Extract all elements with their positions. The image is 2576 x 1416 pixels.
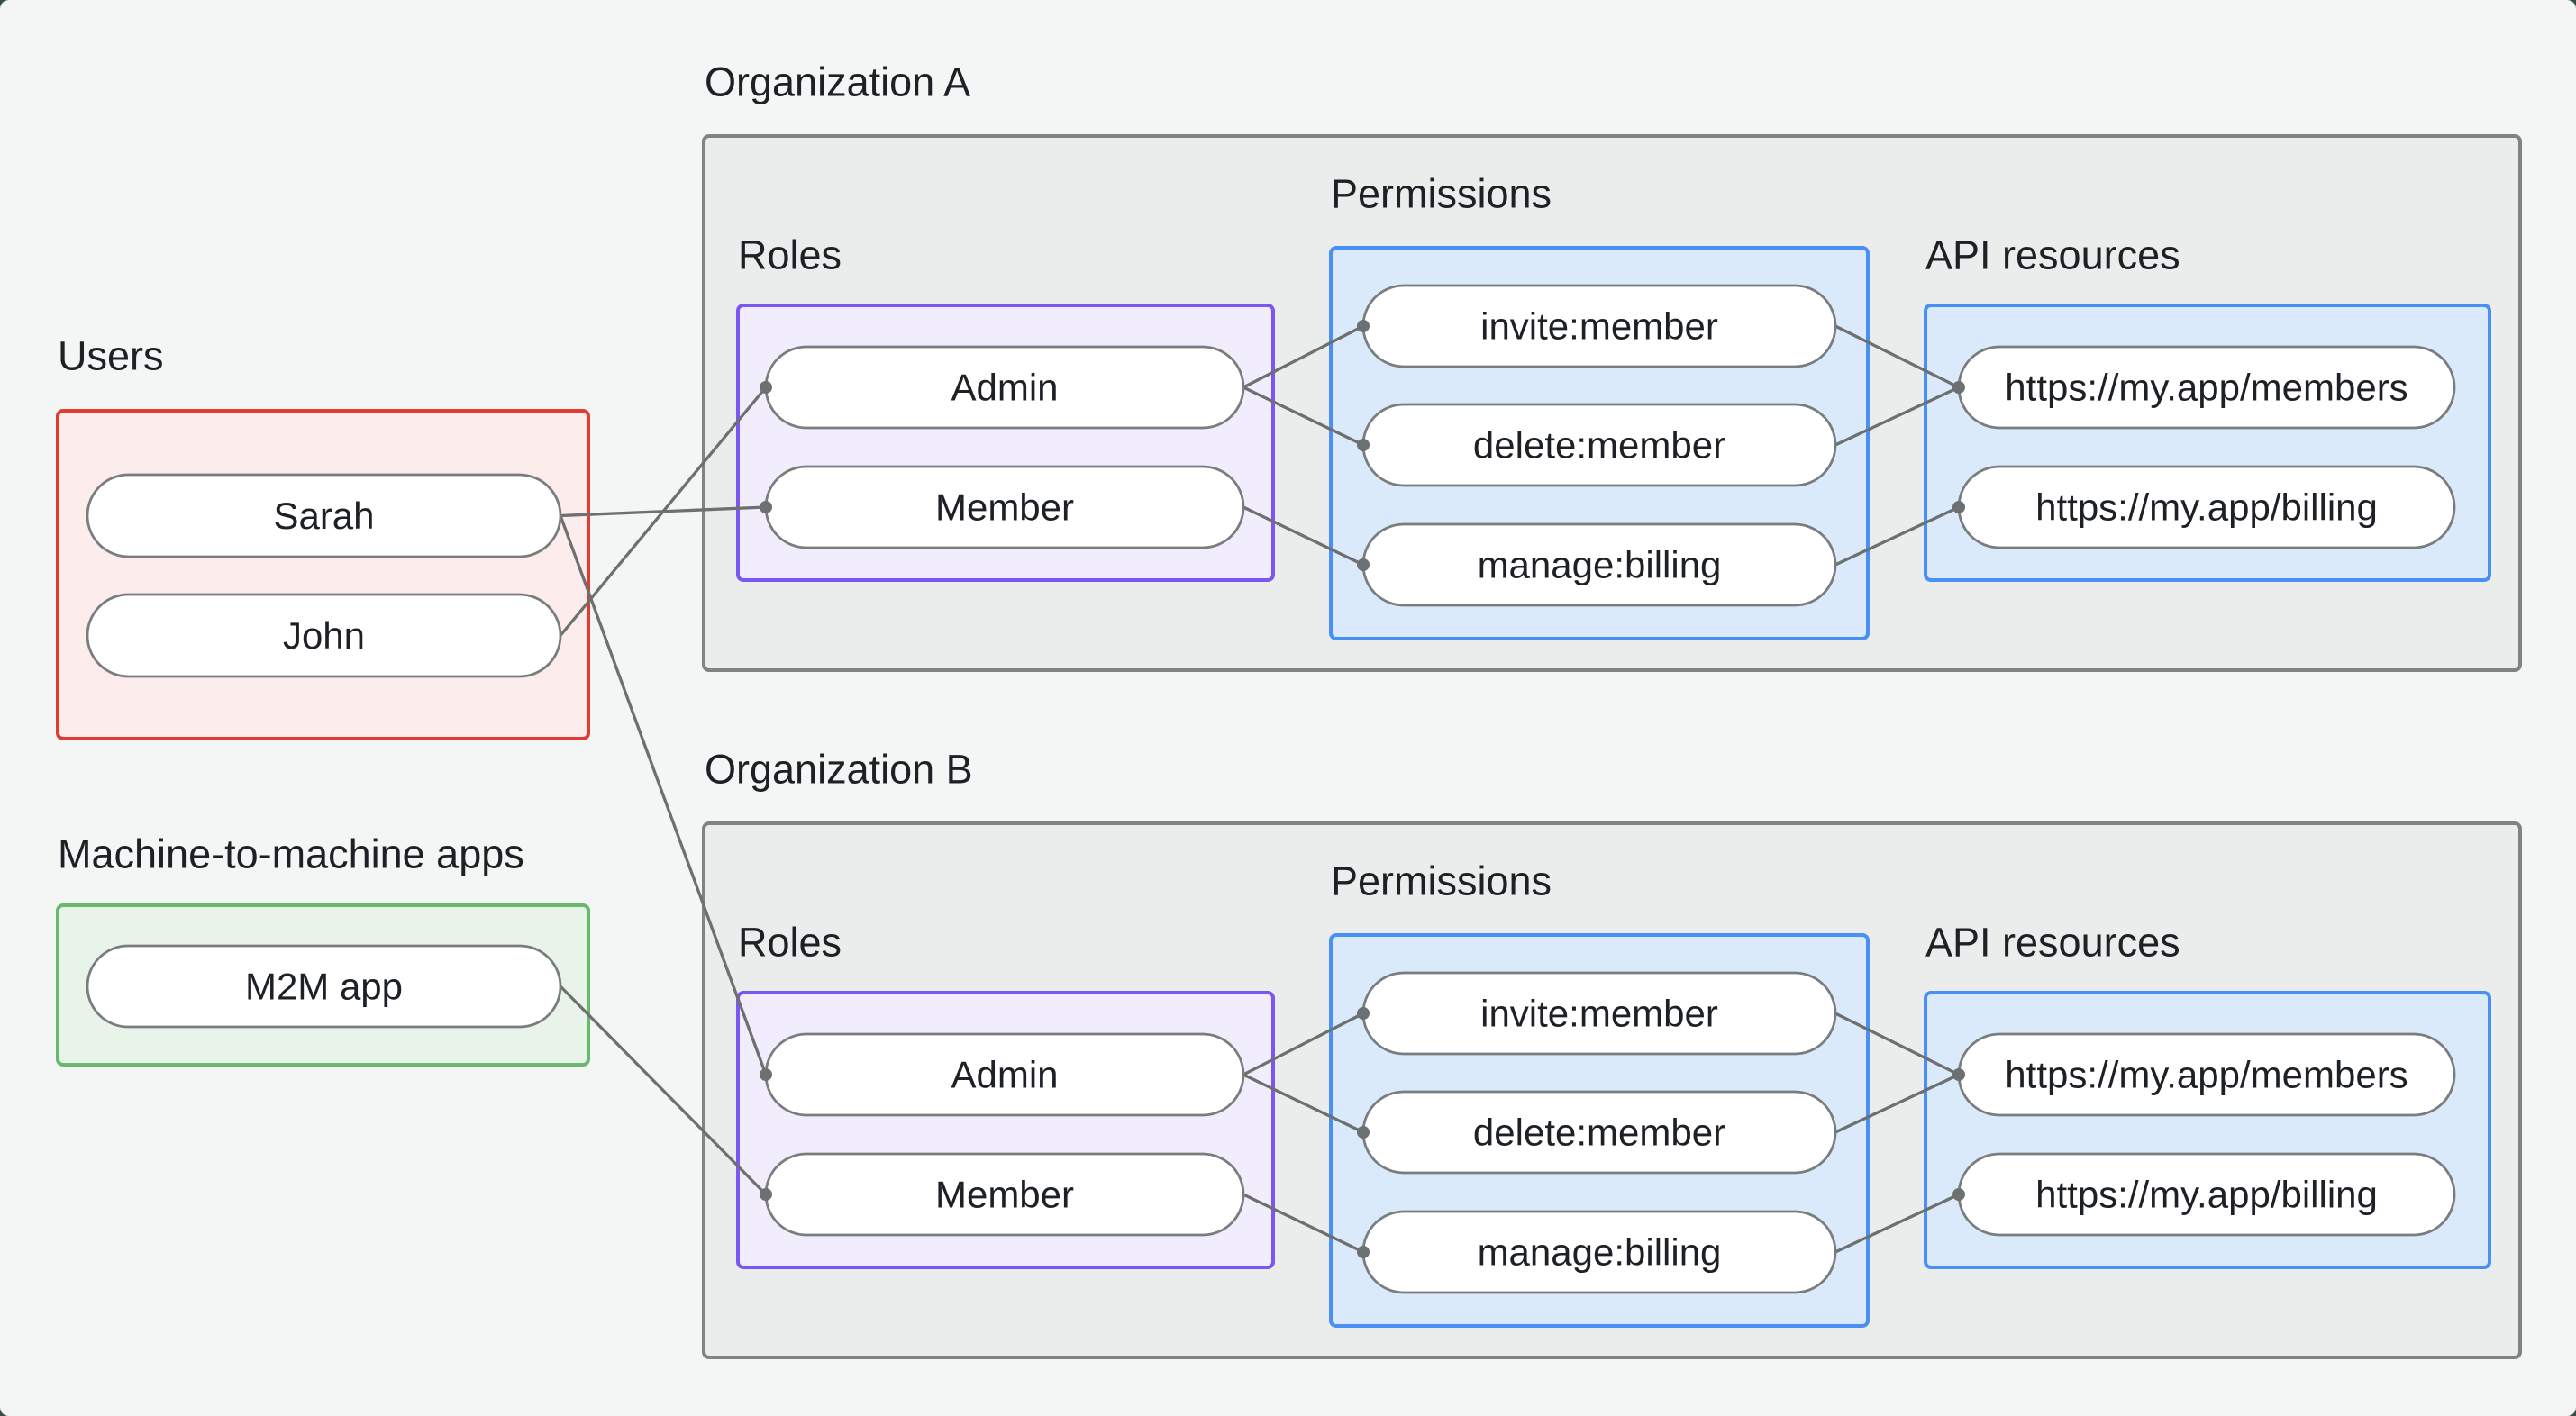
connection-dot-org-b-admin	[760, 1068, 772, 1081]
edge-org-a-delete-to-members-api	[1834, 386, 1960, 447]
org-a-roles-label: Roles	[738, 232, 842, 278]
org-a-permissions-label: Permissions	[1331, 171, 1552, 217]
org-b-permission-manage-billing-label: manage:billing	[1478, 1231, 1722, 1274]
org-a-permission-invite-member-label: invite:member	[1480, 305, 1718, 348]
edge-org-a-manage-to-billing-api	[1834, 505, 1960, 567]
org-a-api-members-label: https://my.app/members	[2005, 367, 2408, 409]
org-b-permission-invite-member-label: invite:member	[1480, 993, 1718, 1035]
m2m-apps-label: Machine-to-machine apps	[58, 831, 524, 877]
connection-dot-org-b-invite	[1357, 1007, 1370, 1020]
edge-org-b-manage-to-billing-api	[1834, 1193, 1960, 1254]
org-b-permissions-label: Permissions	[1331, 858, 1552, 904]
connection-dot-org-a-billing-api	[1952, 501, 1965, 513]
edge-org-a-invite-to-members-api	[1834, 324, 1960, 389]
org-b-roles-label: Roles	[738, 920, 842, 966]
connection-dot-org-b-members-api	[1952, 1068, 1965, 1081]
edge-org-b-admin-to-invite	[1242, 1012, 1364, 1076]
m2m-app-node	[86, 944, 562, 1029]
org-a-role-member-label: Member	[935, 486, 1074, 529]
connection-dot-org-b-member	[760, 1188, 772, 1201]
org-b-permission-delete-member-label: delete:member	[1473, 1112, 1725, 1154]
edge-org-b-invite-to-members-api	[1834, 1012, 1960, 1076]
user-node-sarah-label: Sarah	[273, 495, 374, 537]
edge-org-b-member-to-manage	[1242, 1193, 1364, 1254]
connection-dot-org-b-billing-api	[1952, 1188, 1965, 1201]
edge-m2m-to-org-b-member	[559, 985, 768, 1196]
user-node-john	[86, 593, 562, 678]
org-b-api-resources-label: API resources	[1925, 920, 2180, 966]
org-a-permission-manage-billing-label: manage:billing	[1478, 544, 1722, 586]
org-b-label: Organization B	[705, 747, 973, 793]
edge-org-a-admin-to-delete	[1242, 386, 1364, 447]
org-a-role-admin-label: Admin	[951, 367, 1058, 409]
edge-john-to-org-a-admin	[559, 386, 768, 637]
org-a-permission-delete-member-label: delete:member	[1473, 424, 1725, 467]
user-node-sarah	[86, 473, 562, 558]
edge-org-b-admin-to-delete	[1242, 1073, 1364, 1134]
org-a-label: Organization A	[705, 59, 970, 105]
org-a-api-resources-label: API resources	[1925, 232, 2180, 278]
user-node-john-label: John	[283, 614, 365, 657]
connection-dot-org-a-members-api	[1952, 381, 1965, 394]
connection-dot-org-a-delete	[1357, 439, 1370, 451]
edge-sarah-to-org-b-admin	[559, 514, 768, 1076]
edge-org-a-member-to-manage	[1242, 505, 1364, 567]
edge-org-b-delete-to-members-api	[1834, 1073, 1960, 1134]
edge-org-a-admin-to-invite	[1242, 324, 1364, 389]
org-b-api-billing-label: https://my.app/billing	[2035, 1174, 2378, 1216]
connection-dot-org-b-delete	[1357, 1126, 1370, 1139]
org-b-role-member-label: Member	[935, 1174, 1074, 1216]
connection-dot-org-a-admin	[760, 381, 772, 394]
connection-dot-org-b-manage	[1357, 1246, 1370, 1258]
m2m-app-node-label: M2M app	[245, 966, 403, 1008]
users-box	[56, 409, 590, 740]
connection-dot-org-a-manage	[1357, 558, 1370, 571]
users-label: Users	[58, 333, 164, 379]
org-b-api-members-label: https://my.app/members	[2005, 1054, 2408, 1096]
org-b-role-admin-label: Admin	[951, 1054, 1058, 1096]
connection-dot-org-a-invite	[1357, 320, 1370, 332]
org-a-api-billing-label: https://my.app/billing	[2035, 486, 2378, 529]
connection-dot-org-a-member	[760, 501, 772, 513]
